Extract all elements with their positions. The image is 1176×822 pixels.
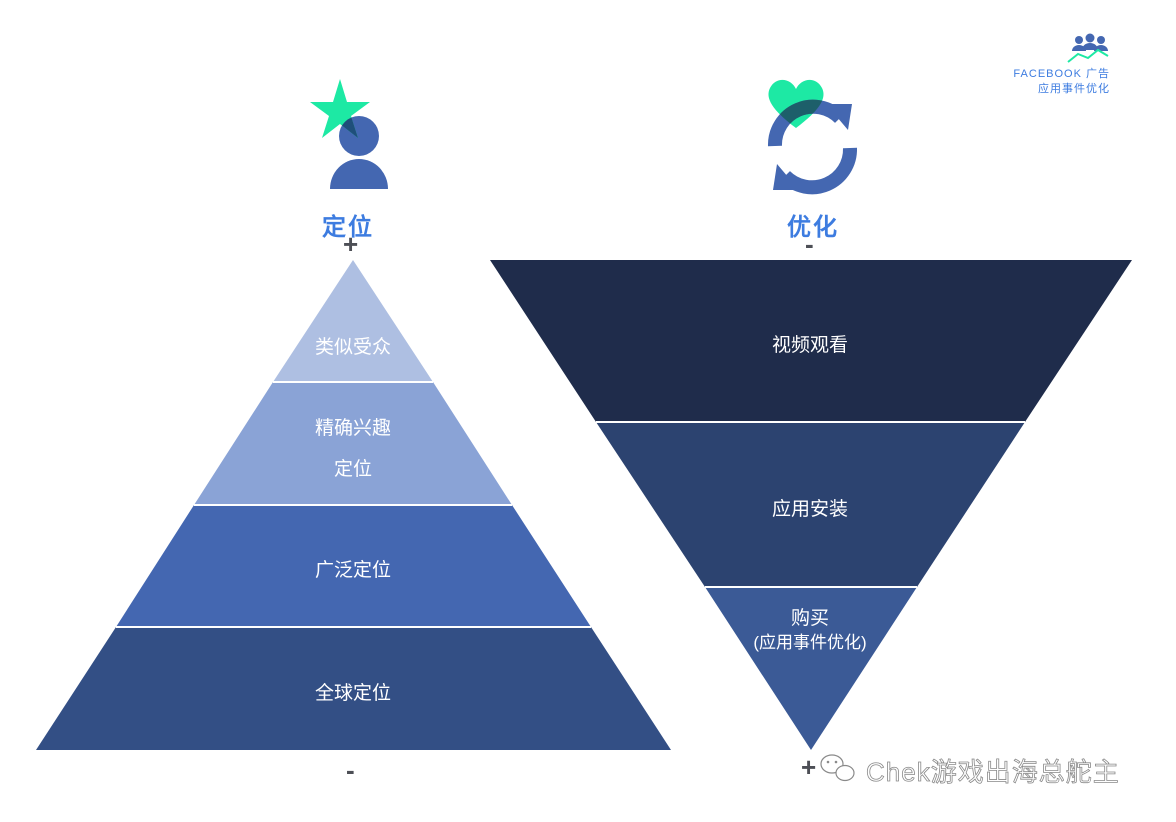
pyramid-layer-1 [273,260,433,382]
right-top-sign: - [805,229,814,259]
pyramid-layer-3 [116,505,591,627]
pyramid-label-3: 广泛定位 [314,560,391,581]
brand-line-1: FACEBOOK 广告 [1013,68,1110,80]
brand-line-2: 应用事件优化 [1038,83,1110,95]
person-star-icon [310,79,388,189]
right-title: 优化 [787,214,839,241]
pyramid-layer-2 [194,382,512,505]
pyramid-label-1: 类似受众 [314,337,391,358]
pyramid-label-4: 全球定位 [314,683,391,704]
heart-refresh-icon [768,79,857,195]
pyramid-label-2: 精确兴趣 [314,418,391,439]
watermark-text: Chek游戏出海总舵主 [866,757,1120,788]
people-chart-icon [1067,33,1109,63]
pyramid-layer-4 [36,627,671,750]
funnel-label-1: 视频观看 [771,335,848,356]
pyramid [36,260,671,750]
funnel-layer-3 [705,587,917,750]
right-bottom-sign: + [801,752,817,782]
brand-label: FACEBOOK 广告 应用事件优化 [1000,67,1110,97]
funnel-label-3: 购买 [790,608,829,629]
left-top-sign: + [343,229,359,259]
funnel-label-3b: (应用事件优化) [753,633,867,652]
funnel-layer-2 [596,422,1025,587]
funnel [490,260,1132,750]
wechat-icon [820,754,855,782]
left-title: 定位 [322,214,374,241]
funnel-label-2: 应用安装 [771,499,848,520]
pyramid-label-2b: 定位 [333,459,372,480]
funnel-layer-1 [490,260,1132,422]
left-bottom-sign: - [346,755,355,785]
